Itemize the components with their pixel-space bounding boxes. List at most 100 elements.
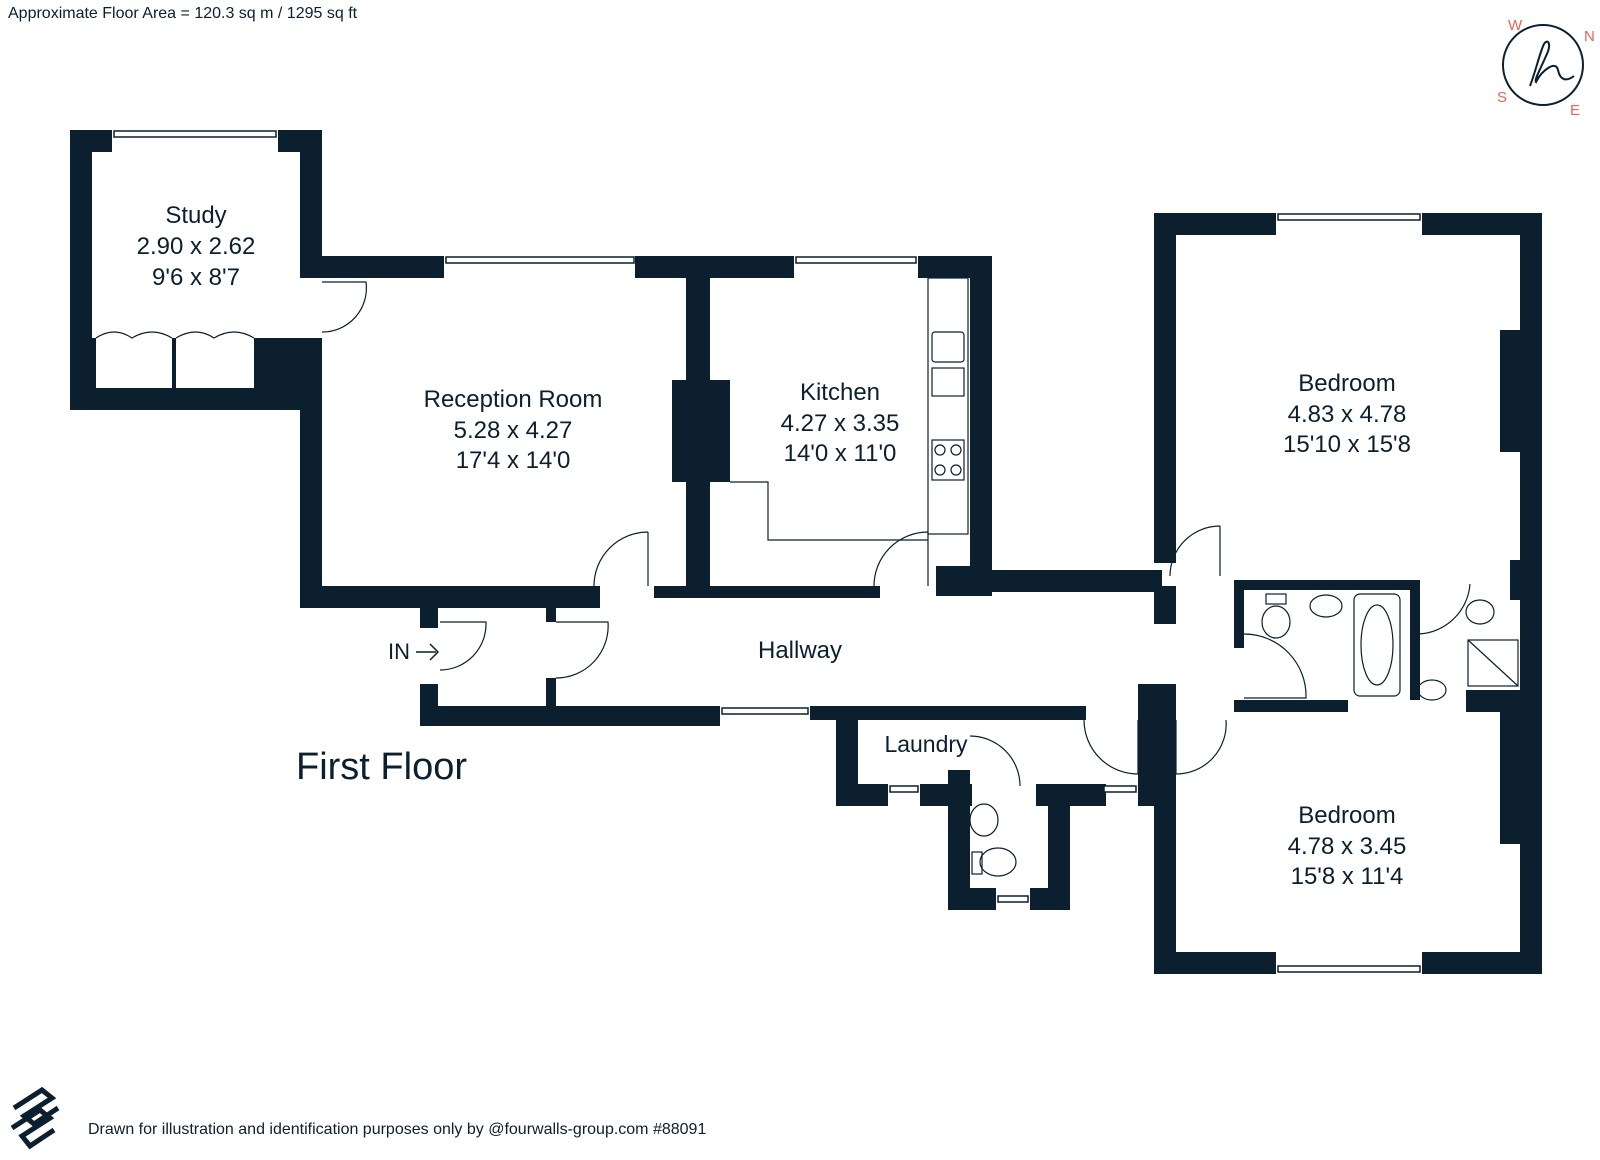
- kitchen-worktop: [927, 277, 969, 535]
- toilet: [1261, 605, 1291, 639]
- study-metric: 2.90 x 2.62: [137, 233, 256, 260]
- wall: [654, 586, 880, 598]
- wall: [1500, 330, 1522, 452]
- door-swing: [1175, 719, 1227, 775]
- wall: [1234, 580, 1418, 590]
- window: [1277, 213, 1421, 221]
- toilet: [1465, 599, 1495, 625]
- bedroom2-name: Bedroom: [1298, 802, 1395, 829]
- wall: [1154, 213, 1276, 235]
- basin: [1309, 594, 1343, 618]
- window: [997, 895, 1029, 903]
- wall: [1154, 213, 1176, 563]
- wall: [1466, 690, 1542, 712]
- hallway-name: Hallway: [758, 637, 842, 664]
- wall: [948, 888, 996, 910]
- door-swing: [439, 621, 487, 671]
- bedroom1-name: Bedroom: [1298, 370, 1395, 397]
- bedroom1-imperial: 15'10 x 15'8: [1283, 431, 1411, 458]
- wall: [92, 338, 96, 388]
- wall: [1510, 560, 1530, 600]
- wall: [70, 130, 92, 410]
- wall: [1500, 712, 1522, 844]
- door-swing: [1417, 583, 1471, 635]
- window: [1277, 965, 1421, 973]
- wall: [1422, 952, 1542, 974]
- wall: [70, 388, 322, 410]
- window: [795, 256, 917, 264]
- window: [113, 130, 277, 138]
- entrance-arrow-icon: [416, 643, 440, 661]
- walls: [70, 130, 1542, 974]
- entrance-label: IN: [388, 639, 410, 664]
- wall: [300, 256, 444, 278]
- wall: [300, 586, 600, 608]
- wall: [546, 598, 556, 622]
- wall: [1520, 213, 1542, 953]
- basin: [1417, 679, 1447, 701]
- kitchen-hob: [931, 439, 965, 481]
- reception-name: Reception Room: [424, 386, 603, 413]
- wall: [970, 256, 992, 596]
- wall: [1422, 213, 1542, 235]
- wall: [300, 130, 322, 278]
- kitchen-unit: [730, 481, 928, 541]
- compass-north: N: [1584, 28, 1595, 45]
- kitchen-name: Kitchen: [800, 379, 880, 406]
- bath: [1353, 593, 1401, 697]
- wall: [300, 338, 322, 608]
- door-swing: [321, 281, 368, 333]
- bedroom2-imperial: 15'8 x 11'4: [1291, 863, 1404, 890]
- study-imperial: 9'6 x 8'7: [152, 264, 240, 291]
- door-swing: [555, 621, 609, 679]
- wall: [1048, 790, 1070, 910]
- wall: [420, 706, 720, 726]
- compass-east: E: [1570, 102, 1580, 119]
- window: [1103, 785, 1137, 793]
- wall: [1036, 784, 1106, 806]
- kitchen-sink: [931, 331, 965, 363]
- wall: [1030, 888, 1070, 910]
- compass-logo: W N S E: [1497, 17, 1595, 119]
- compass-ring: [1502, 24, 1584, 106]
- wall: [1138, 684, 1160, 806]
- room-labels: Study 2.90 x 2.62 9'6 x 8'7 Reception Ro…: [137, 202, 1411, 890]
- kitchen-imperial: 14'0 x 11'0: [784, 440, 897, 467]
- door-swing: [593, 531, 649, 587]
- wall: [672, 380, 730, 482]
- wall: [420, 586, 438, 628]
- window: [889, 785, 919, 793]
- door-swing: [1169, 525, 1221, 577]
- study-name: Study: [165, 202, 226, 229]
- bedroom2-metric: 4.78 x 3.45: [1288, 833, 1407, 860]
- door-swing: [969, 735, 1021, 787]
- laundry-name: Laundry: [884, 731, 968, 757]
- windows: [113, 130, 1421, 973]
- wall: [1154, 952, 1276, 974]
- fixtures: [95, 277, 1519, 877]
- bedroom1-metric: 4.83 x 4.78: [1288, 401, 1407, 428]
- wall: [936, 566, 992, 596]
- door-swing: [1083, 719, 1139, 775]
- door-swing: [873, 531, 929, 587]
- toilet: [979, 847, 1017, 877]
- wall: [948, 770, 970, 910]
- compass-south: S: [1497, 89, 1507, 106]
- basin: [969, 803, 999, 837]
- wall: [172, 338, 176, 388]
- reception-metric: 5.28 x 4.27: [454, 417, 573, 444]
- wall: [1410, 580, 1420, 700]
- compass-west: W: [1508, 17, 1523, 34]
- shower-tray: [1467, 639, 1519, 687]
- wall: [810, 706, 1086, 720]
- floor-title: First Floor: [296, 746, 467, 788]
- kitchen-metric: 4.27 x 3.35: [781, 410, 900, 437]
- kitchen-drainer: [931, 367, 965, 397]
- wall: [1234, 580, 1244, 648]
- fourwalls-logo-icon: [10, 1086, 60, 1150]
- wall: [686, 256, 794, 278]
- window: [445, 256, 635, 264]
- wall: [1154, 586, 1176, 624]
- door-swing: [1243, 633, 1307, 699]
